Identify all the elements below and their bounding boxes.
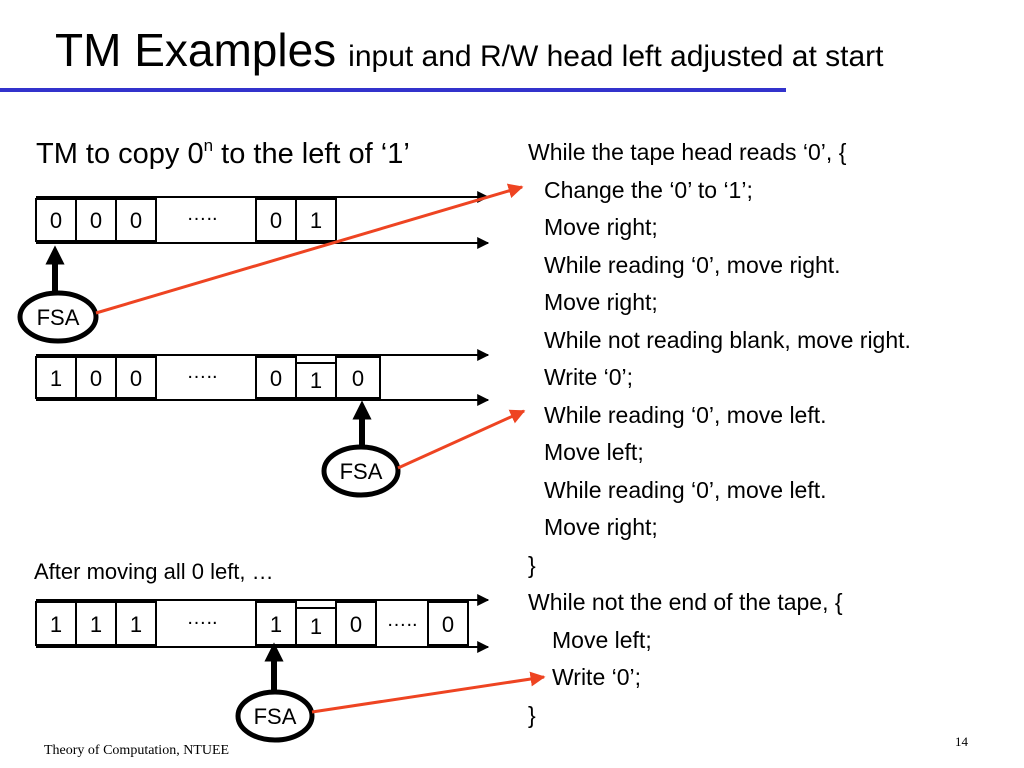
slide-title: TM Examples input and R/W head left adjus… [55, 20, 883, 80]
fsa-node-3: FSA [235, 689, 315, 743]
tape-cell: 0 [115, 356, 157, 399]
tape-cell: 1 [295, 362, 337, 399]
cell-value: 1 [50, 366, 62, 391]
tape-cell: 0 [75, 198, 117, 242]
tape-cell: 1 [255, 601, 297, 646]
cell-value: 0 [270, 366, 282, 391]
algorithm-line: Move left; [552, 626, 652, 653]
algorithm-line: While the tape head reads ‘0’, { [528, 139, 847, 165]
algorithm-line: Write ‘0’; [552, 664, 642, 690]
tape-cell: 0 [35, 198, 77, 242]
algorithm-line: While reading ‘0’, move left. [544, 401, 827, 428]
tape-cell: 0 [335, 356, 381, 399]
algorithm-line: While not reading blank, move right. [544, 326, 911, 353]
title-subtitle: input and R/W head left adjusted at star… [348, 40, 884, 73]
fsa-node-2: FSA [321, 444, 401, 498]
tm-copy-heading: TM to copy 0n to the left of ‘1’ [36, 128, 410, 172]
tape-cell: 0 [427, 601, 469, 646]
tape-cell: 1 [295, 198, 337, 242]
cell-value: 0 [130, 366, 142, 391]
algorithm-line: Write ‘0’; [544, 364, 634, 390]
tape-1: 0 0 0 ….. 0 1 [35, 191, 490, 249]
algorithm-line: While not the end of the tape, { [528, 589, 843, 615]
cell-value: 1 [270, 612, 282, 637]
cell-value: 0 [352, 366, 364, 391]
algorithm-line: While reading ‘0’, move right. [544, 251, 841, 278]
algorithm-line: Move right; [544, 289, 658, 315]
fsa-label: FSA [37, 305, 80, 330]
cell-value: 1 [310, 368, 322, 393]
heading-prefix: TM to copy 0 [36, 138, 204, 170]
cell-value: 0 [270, 208, 282, 233]
fsa-label: FSA [254, 704, 297, 729]
cell-value: 1 [310, 614, 322, 639]
tape-ellipsis: ….. [186, 203, 217, 225]
tape-cell: 1 [35, 356, 77, 399]
fsa-node-1: FSA [17, 290, 99, 344]
algorithm-line: Move right; [544, 514, 658, 540]
tape-ellipsis: ….. [386, 609, 417, 631]
cell-value: 1 [50, 612, 62, 637]
after-moving-heading: After moving all 0 left, … [34, 559, 274, 584]
algorithm-line: Change the ‘0’ to ‘1’; [544, 176, 753, 203]
algorithm-list: While the tape head reads ‘0’, { Change … [528, 137, 911, 737]
algorithm-line: } [528, 551, 536, 578]
tape-cell: 1 [295, 607, 337, 646]
tape-cell: 0 [115, 198, 157, 242]
cell-value: 1 [90, 612, 102, 637]
heading-superscript: n [203, 136, 214, 155]
heading-suffix: to the left of ‘1’ [213, 138, 410, 170]
algorithm-line: Move left; [544, 439, 644, 465]
tape-cell: 0 [255, 356, 297, 399]
tape-ellipsis: ….. [186, 361, 217, 383]
cell-value: 0 [442, 612, 454, 637]
cell-value: 0 [90, 208, 102, 233]
fsa-label: FSA [340, 459, 383, 484]
cell-value: 0 [50, 208, 62, 233]
algorithm-line: While reading ‘0’, move left. [544, 476, 827, 503]
tape-3: 1 1 1 ….. 1 1 0 ….. 0 [35, 594, 490, 653]
fsa-1-to-algorithm-arrow [95, 183, 524, 315]
cell-value: 0 [130, 208, 142, 233]
tape-cell: 1 [35, 601, 77, 646]
algorithm-line: Move right; [544, 214, 658, 240]
tape-cell: 0 [255, 198, 297, 242]
title-main: TM Examples [55, 24, 337, 76]
algorithm-line: } [528, 701, 536, 728]
tape-cell: 0 [75, 356, 117, 399]
tape-cell: 1 [115, 601, 157, 646]
title-divider [0, 88, 786, 92]
footer-course-label: Theory of Computation, NTUEE [44, 743, 230, 758]
cell-value: 0 [350, 612, 362, 637]
fsa-3-to-algorithm-arrow [311, 671, 546, 714]
page-number: 14 [955, 734, 968, 749]
tape-cell: 0 [335, 601, 377, 646]
cell-value: 0 [90, 366, 102, 391]
cell-value: 1 [310, 208, 322, 233]
tape-ellipsis: ….. [186, 607, 217, 629]
fsa-2-to-algorithm-arrow [397, 409, 526, 470]
tape-cell: 1 [75, 601, 117, 646]
tape-2: 1 0 0 ….. 0 1 0 [35, 349, 490, 406]
cell-value: 1 [130, 612, 142, 637]
